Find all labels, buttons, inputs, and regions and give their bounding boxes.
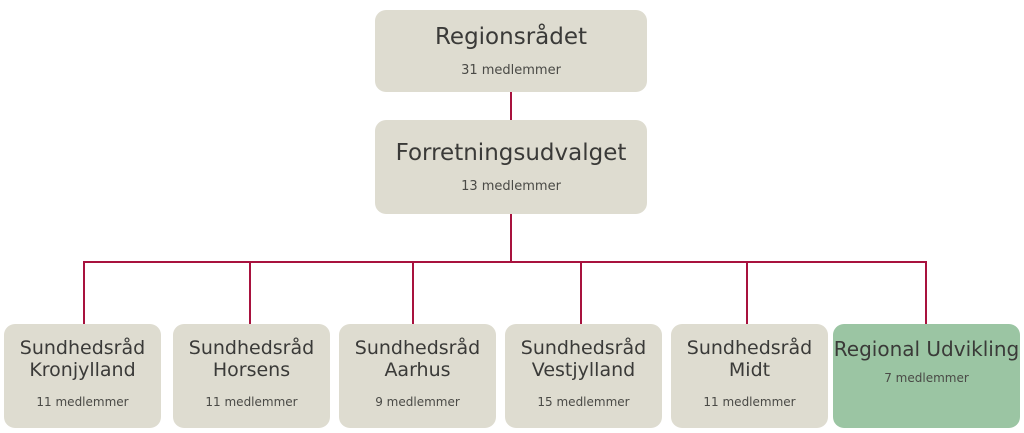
node-title: Sundhedsråd Aarhus [354, 337, 481, 381]
node-subtitle: 9 medlemmer [375, 395, 460, 410]
node-regional-udvikling[interactable]: Regional Udvikling 7 medlemmer [833, 324, 1020, 428]
node-subtitle: 31 medlemmer [461, 62, 561, 78]
connector-drop-vestjylland [580, 261, 582, 324]
node-subtitle: 15 medlemmer [537, 395, 630, 410]
node-sundhedsraad-aarhus[interactable]: Sundhedsråd Aarhus 9 medlemmer [339, 324, 496, 428]
node-sundhedsraad-kronjylland[interactable]: Sundhedsråd Kronjylland 11 medlemmer [4, 324, 161, 428]
connector-drop-kronjylland [83, 261, 85, 324]
node-title: Sundhedsråd Midt [686, 337, 813, 381]
node-subtitle: 11 medlemmer [36, 395, 129, 410]
node-regionsraadet[interactable]: Regionsrådet 31 medlemmer [375, 10, 647, 92]
node-sundhedsraad-midt[interactable]: Sundhedsråd Midt 11 medlemmer [671, 324, 828, 428]
connector-drop-regional-udvikling [925, 261, 927, 324]
connector-forretningsudvalget-stem [510, 214, 512, 263]
connector-drop-horsens [249, 261, 251, 324]
node-title: Regional Udvikling [833, 337, 1020, 361]
connector-regionsraadet-to-forretningsudvalget [510, 92, 512, 120]
node-title: Sundhedsråd Horsens [188, 337, 315, 381]
node-subtitle: 11 medlemmer [205, 395, 298, 410]
node-subtitle: 11 medlemmer [703, 395, 796, 410]
node-title: Forretningsudvalget [395, 139, 627, 166]
connector-drop-aarhus [412, 261, 414, 324]
node-sundhedsraad-horsens[interactable]: Sundhedsråd Horsens 11 medlemmer [173, 324, 330, 428]
node-subtitle: 13 medlemmer [461, 178, 561, 194]
node-title: Regionsrådet [434, 23, 588, 50]
connector-horizontal-bus [83, 261, 927, 263]
node-subtitle: 7 medlemmer [884, 370, 969, 385]
node-title: Sundhedsråd Kronjylland [19, 337, 146, 381]
connector-drop-midt [746, 261, 748, 324]
node-forretningsudvalget[interactable]: Forretningsudvalget 13 medlemmer [375, 120, 647, 214]
node-sundhedsraad-vestjylland[interactable]: Sundhedsråd Vestjylland 15 medlemmer [505, 324, 662, 428]
node-title: Sundhedsråd Vestjylland [520, 337, 647, 381]
